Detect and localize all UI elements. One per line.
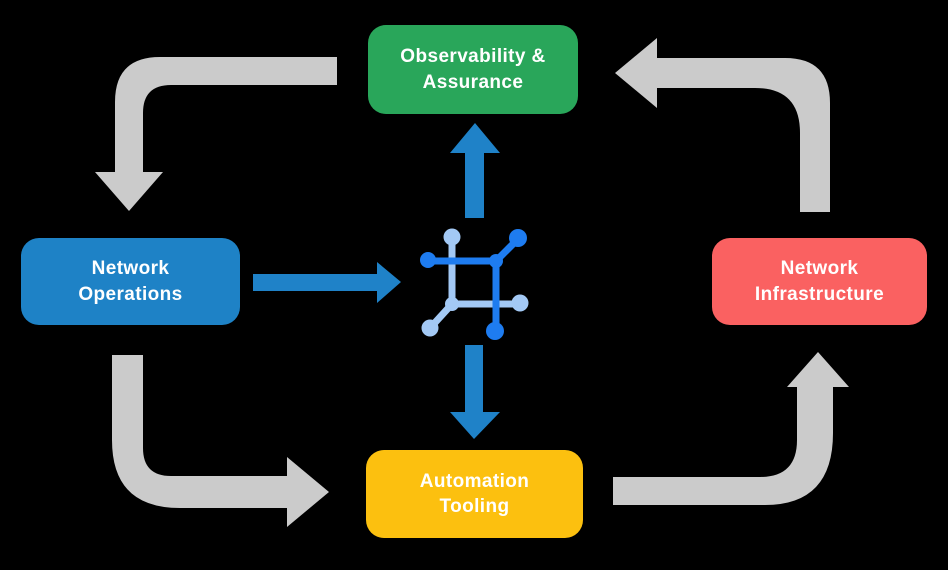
node-network-operations-label: Network Operations xyxy=(78,258,183,305)
node-observability-assurance-label: Observability & Assurance xyxy=(400,46,546,93)
node-network-operations: Network Operations xyxy=(21,238,240,325)
node-automation-tooling: Automation Tooling xyxy=(366,450,583,538)
network-mesh-icon-dark-nodes xyxy=(420,229,527,340)
network-mesh-icon-light-nodes xyxy=(421,228,529,337)
node-observability-assurance: Observability & Assurance xyxy=(368,25,578,114)
arrow-network-operations-to-center-icon xyxy=(253,262,401,303)
arrow-center-icon-to-observability xyxy=(450,123,500,218)
arrow-network-infrastructure-to-observability xyxy=(615,38,830,212)
arrow-automation-tooling-to-network-infrastructure xyxy=(613,352,849,505)
arrow-observability-to-network-operations xyxy=(95,57,337,211)
node-network-infrastructure: Network Infrastructure xyxy=(712,238,927,325)
node-network-infrastructure-label: Network Infrastructure xyxy=(754,258,885,305)
network-mesh-icon xyxy=(420,228,529,340)
node-automation-tooling-label: Automation Tooling xyxy=(419,470,530,517)
arrow-center-icon-to-automation-tooling xyxy=(450,345,500,439)
arrow-network-operations-to-automation-tooling xyxy=(112,355,329,527)
